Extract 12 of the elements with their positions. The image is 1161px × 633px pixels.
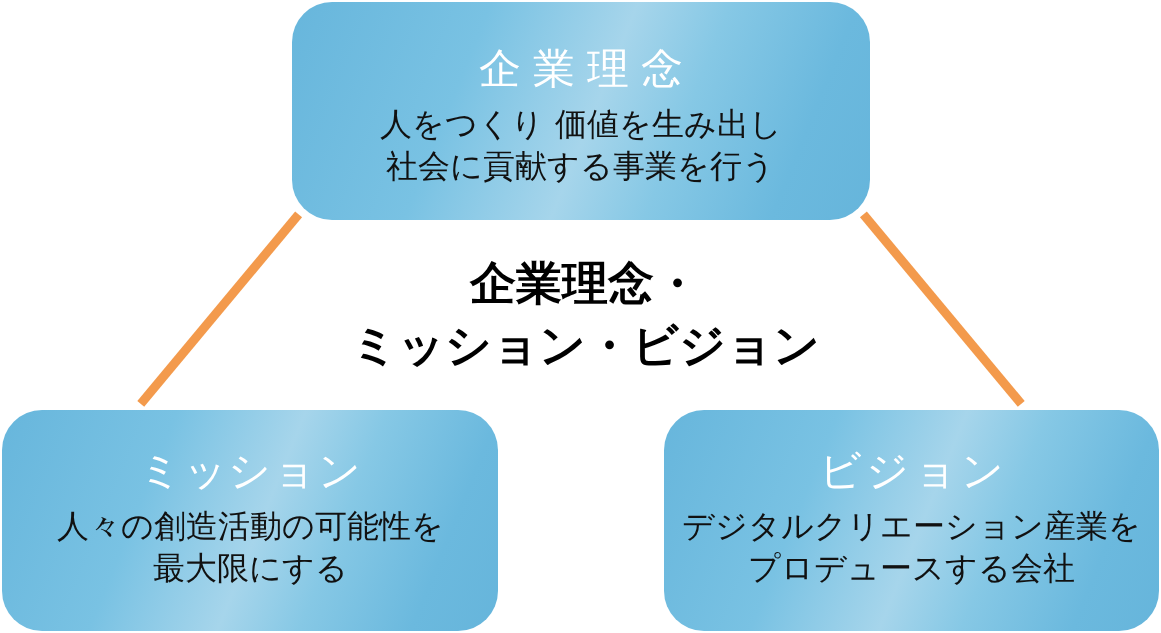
node-text: 人々の創造活動の可能性を最大限にする	[56, 505, 444, 589]
rounded-panel	[292, 2, 870, 220]
connector-line	[137, 211, 303, 407]
rounded-panel	[2, 410, 498, 631]
node-text: デジタルクリエーション産業をプロデュースする会社	[682, 505, 1141, 589]
node-text: 人をつくり 価値を生み出し社会に貢献する事業を行う	[380, 104, 782, 187]
node-heading: ミッション	[138, 444, 363, 497]
node-heading: 企業理念	[478, 43, 695, 95]
connector-line	[859, 211, 1025, 407]
rounded-panel	[664, 410, 1159, 631]
diagram-title: 企業理念・ミッション・ビジョン	[349, 255, 821, 374]
node-heading: ビジョン	[818, 444, 1008, 497]
